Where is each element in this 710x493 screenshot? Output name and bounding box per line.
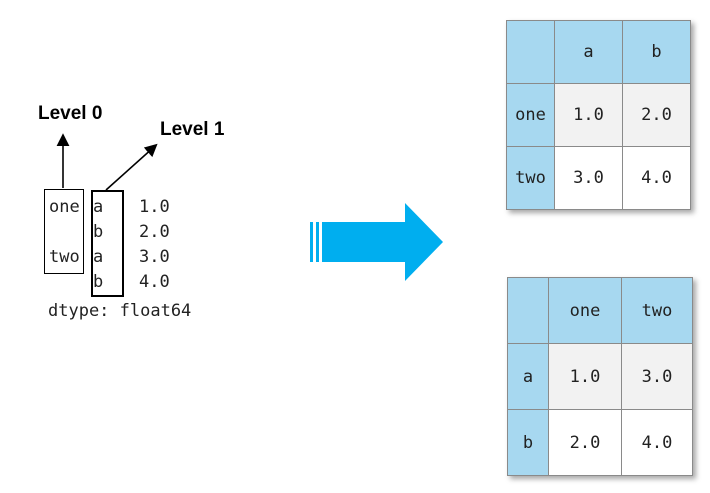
series-row: b 4.0 — [45, 270, 199, 295]
column-header: a — [554, 20, 623, 84]
unstack-level0-table: one two a 1.0 3.0 b 2.0 4.0 — [507, 277, 693, 476]
table-corner-cell — [507, 277, 549, 344]
series-row: b 2.0 — [45, 220, 199, 245]
table-cell: 4.0 — [621, 409, 693, 476]
level-1-value: b — [93, 222, 104, 242]
row-index: two — [506, 146, 555, 210]
transform-arrow-icon — [310, 203, 443, 281]
level-0-value: one — [49, 197, 80, 217]
column-header: two — [621, 277, 693, 344]
level-1-value: a — [93, 247, 104, 267]
table-cell: 4.0 — [622, 146, 691, 210]
table-row: one 1.0 2.0 — [506, 83, 691, 147]
series-rows: one a 1.0 b 2.0 two a 3.0 b 4.0 — [45, 195, 199, 295]
series-value: 1.0 — [139, 197, 170, 217]
series-value: 3.0 — [139, 247, 170, 267]
level-pointer-arrows — [56, 133, 158, 191]
series-row: two a 3.0 — [45, 245, 199, 270]
level-1-index-box — [91, 190, 124, 297]
table-cell: 2.0 — [622, 83, 691, 147]
level-1-arrow — [105, 143, 158, 191]
level-1-value: b — [93, 272, 104, 292]
series-value: 4.0 — [139, 272, 170, 292]
table-corner-cell — [506, 20, 555, 84]
table-cell: 3.0 — [554, 146, 623, 210]
column-header: one — [548, 277, 622, 344]
level-1-value: a — [93, 197, 104, 217]
table-row: b 2.0 4.0 — [507, 409, 693, 476]
level-0-value: two — [49, 247, 80, 267]
level-1-label: Level 1 — [160, 119, 225, 140]
level-0-value — [45, 220, 83, 245]
table-cell: 2.0 — [548, 409, 622, 476]
row-index: a — [507, 343, 549, 410]
table-header-row: a b — [506, 20, 691, 84]
unstack-level1-table: a b one 1.0 2.0 two 3.0 4.0 — [506, 20, 691, 210]
table-row: a 1.0 3.0 — [507, 343, 693, 410]
row-index: b — [507, 409, 549, 476]
table-header-row: one two — [507, 277, 693, 344]
row-index: one — [506, 83, 555, 147]
dtype-label: dtype: float64 — [48, 301, 192, 321]
table-cell: 1.0 — [554, 83, 623, 147]
table-cell: 3.0 — [621, 343, 693, 410]
series-value: 2.0 — [139, 222, 170, 242]
table-row: two 3.0 4.0 — [506, 146, 691, 210]
level-0-index-box — [44, 189, 84, 274]
level-0-label: Level 0 — [38, 103, 103, 124]
series-row: one a 1.0 — [45, 195, 199, 220]
table-cell: 1.0 — [548, 343, 622, 410]
column-header: b — [622, 20, 691, 84]
level-0-value — [45, 270, 83, 295]
